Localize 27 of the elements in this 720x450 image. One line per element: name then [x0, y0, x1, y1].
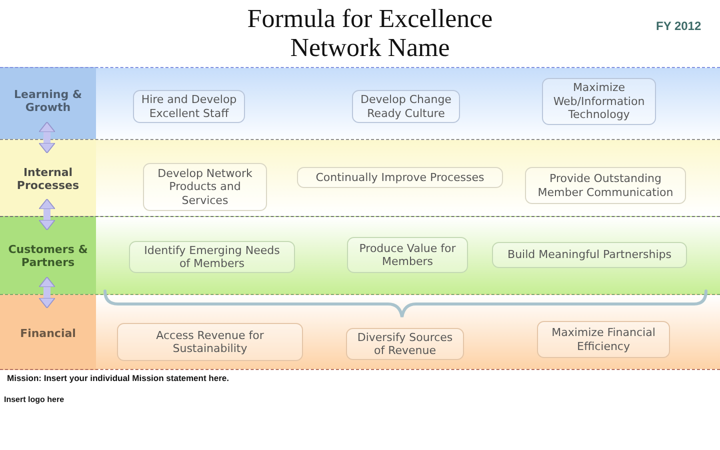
objective-box: Access Revenue for Sustainability [117, 323, 303, 361]
perspective-band [0, 139, 720, 216]
objective-box: Maximize Financial Efficiency [537, 321, 670, 358]
objective-box: Develop Change Ready Culture [352, 90, 460, 123]
double-arrow [38, 276, 56, 308]
objective-box: Build Meaningful Partnerships [492, 242, 687, 268]
title: Formula for Excellence Network Name [246, 4, 494, 62]
double-arrow [38, 122, 56, 154]
objective-box: Diversify Sources of Revenue [346, 328, 464, 360]
objective-box: Continually Improve Processes [297, 167, 503, 188]
perspective-band [0, 294, 720, 370]
objective-box: Provide Outstanding Member Communication [525, 167, 686, 204]
perspective-band [0, 67, 720, 139]
double-arrow [38, 198, 56, 230]
placeholder-note: Insert logo here [4, 395, 64, 404]
perspective-band [0, 216, 720, 294]
band-label: Customers & Partners [7, 243, 89, 269]
objective-box: Maximize Web/Information Technology [542, 78, 656, 125]
fiscal-year-label: FY 2012 [656, 19, 702, 33]
band-label: Learning & Growth [12, 88, 84, 114]
band-label: Internal Processes [16, 166, 80, 192]
band-label: Financial [19, 327, 77, 340]
objective-box: Produce Value for Members [347, 237, 468, 273]
objective-box: Identify Emerging Needs of Members [129, 241, 295, 273]
mission-statement: Mission: Insert your individual Mission statement here. [7, 373, 229, 383]
objective-box: Hire and Develop Excellent Staff [133, 90, 245, 123]
objective-box: Develop Network Products and Services [143, 163, 267, 211]
